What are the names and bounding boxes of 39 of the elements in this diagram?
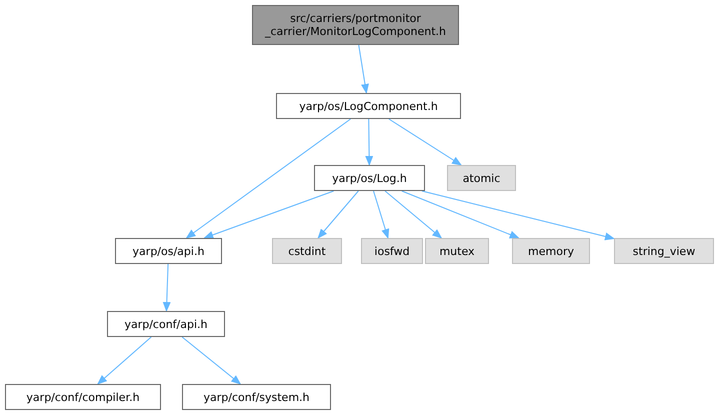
- file-name: yarp/conf/api.h: [124, 318, 208, 330]
- file-name: atomic: [462, 172, 500, 184]
- file-box: [115, 238, 222, 264]
- arrow: [401, 190, 520, 238]
- arrow: [162, 264, 171, 312]
- arrow: [421, 190, 615, 240]
- file-box: [252, 5, 459, 45]
- file-name: yarp/os/api.h: [132, 244, 204, 258]
- arrow: [182, 336, 242, 385]
- file-box: [512, 238, 590, 264]
- file-box: [5, 384, 161, 410]
- file-name: iosfwd: [374, 244, 410, 258]
- file-name: src/carriers/portmonitor _carrier/MonitorLogComponent.h: [264, 12, 447, 38]
- file-box: [276, 93, 461, 119]
- file-name: memory: [528, 244, 574, 258]
- file-name: string_view: [632, 244, 696, 258]
- arrow: [97, 336, 152, 385]
- arrow: [365, 118, 374, 166]
- arrow: [317, 190, 359, 239]
- file-name: yarp/conf/compiler.h: [26, 390, 140, 404]
- arrow: [388, 118, 462, 166]
- file-name: yarp/conf/system.h: [203, 390, 310, 404]
- file-box: [447, 165, 516, 191]
- arrow: [358, 44, 369, 94]
- file-name: mutex: [439, 244, 475, 258]
- file-box: [614, 238, 714, 264]
- file-box: [272, 238, 342, 264]
- file-box: [182, 384, 331, 410]
- file-box: [425, 238, 489, 264]
- file-name: cstdint: [288, 244, 326, 258]
- file-box: [314, 165, 425, 191]
- arrow: [373, 190, 390, 239]
- file-name: yarp/os/Log.h: [332, 172, 407, 184]
- file-box: [361, 238, 423, 264]
- file-box: [107, 311, 225, 337]
- file-name: yarp/os/LogComponent.h: [299, 100, 438, 112]
- arrow: [186, 118, 352, 239]
- arrow: [384, 190, 442, 239]
- arrow: [203, 190, 334, 239]
